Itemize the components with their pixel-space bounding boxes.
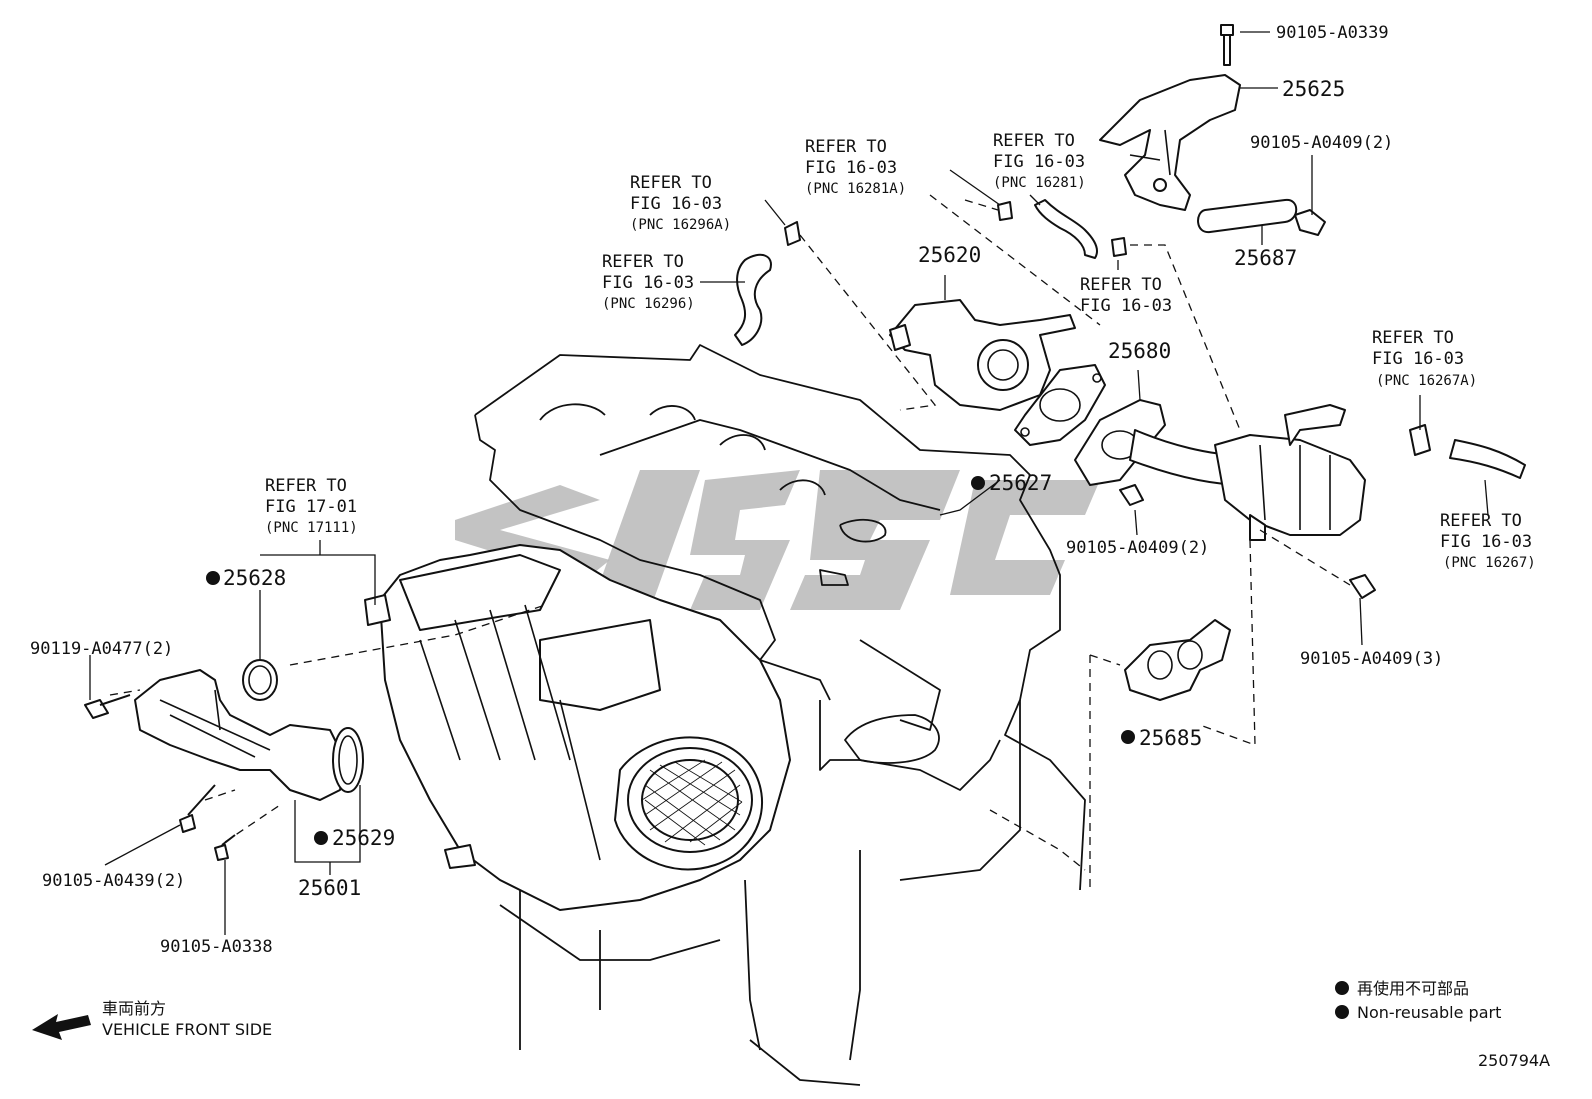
label-25625: 25625: [1282, 77, 1345, 101]
text-labels: 90105-A0339 25625 90105-A0409(2) 25687 R…: [30, 23, 1550, 1070]
ref-16281-line2: FIG 16-03: [993, 152, 1085, 172]
diagram-id: 250794A: [1478, 1051, 1550, 1070]
label-25627: 25627: [989, 471, 1052, 495]
label-90105-A0409-3: 90105-A0409(3): [1300, 649, 1443, 669]
bolt-icons: [84, 24, 1376, 861]
ref-16281-line3: (PNC 16281): [993, 175, 1086, 191]
hose-16267: [1409, 424, 1526, 479]
clamps: [784, 201, 1127, 257]
label-25620: 25620: [918, 243, 981, 267]
label-25629: 25629: [332, 826, 395, 850]
air-intake-assembly-25601: [134, 669, 364, 801]
ref-16281-line1: REFER TO: [993, 131, 1075, 151]
ref-16296-line3: (PNC 16296): [602, 296, 695, 312]
egr-cooler-assembly: [1214, 404, 1366, 541]
ref-16267-line2: FIG 16-03: [1440, 532, 1532, 552]
ref-16296-line1: REFER TO: [602, 252, 684, 272]
legend-label-jp: 再使用不可部品: [1357, 979, 1469, 998]
label-90105-A0409-2-mid: 90105-A0409(2): [1066, 538, 1209, 558]
label-90105-A0338: 90105-A0338: [160, 937, 273, 957]
ref-17111-line3: (PNC 17111): [265, 520, 358, 536]
gasket-25627: [1014, 364, 1106, 446]
ref-16267a-line1: REFER TO: [1372, 328, 1454, 348]
hose-16281: [1034, 199, 1098, 259]
ref-16281a-line2: FIG 16-03: [805, 158, 897, 178]
ref-16281a-line1: REFER TO: [805, 137, 887, 157]
legend-label-en: Non-reusable part: [1357, 1003, 1501, 1022]
ref-17111-line1: REFER TO: [265, 476, 347, 496]
ref-17111-line2: FIG 17-01: [265, 497, 357, 517]
plate-25687: [1197, 198, 1298, 234]
ref-16281a-line3: (PNC 16281A): [805, 181, 906, 197]
ref-16267-line3: (PNC 16267): [1443, 555, 1536, 571]
ref-16296-line2: FIG 16-03: [602, 273, 694, 293]
egr-valve-25620: [889, 299, 1076, 411]
bracket-25625: [1099, 74, 1241, 211]
engine-block: [474, 344, 1086, 1086]
label-25687: 25687: [1234, 246, 1297, 270]
ref-mid-line2: FIG 16-03: [1080, 296, 1172, 316]
label-25628: 25628: [223, 566, 286, 590]
intake-manifold: [364, 544, 791, 911]
direction-label-en: VEHICLE FRONT SIDE: [102, 1020, 272, 1039]
ref-16296a-line1: REFER TO: [630, 173, 712, 193]
egr-pipe-25680: [1074, 399, 1246, 486]
label-25680: 25680: [1108, 339, 1171, 363]
seal-25628: [242, 659, 278, 701]
direction-label-jp: 車両前方: [102, 999, 166, 1018]
label-90105-A0439-2: 90105-A0439(2): [42, 871, 185, 891]
front-direction-arrow-icon: [32, 1014, 91, 1040]
ref-16267-line1: REFER TO: [1440, 511, 1522, 531]
label-25685: 25685: [1139, 726, 1202, 750]
dashed-lines: [109, 194, 1351, 890]
ref-16296a-line2: FIG 16-03: [630, 194, 722, 214]
label-90105-A0409-2-top: 90105-A0409(2): [1250, 133, 1393, 153]
hose-16296: [734, 253, 772, 346]
label-90119-A0477-2: 90119-A0477(2): [30, 639, 173, 659]
leader-lines: [89, 31, 1489, 935]
ref-mid-line1: REFER TO: [1080, 275, 1162, 295]
non-reusable-markers: [206, 476, 1349, 1019]
label-25601: 25601: [298, 876, 361, 900]
gasket-25685: [1124, 619, 1231, 701]
ref-16296a-line3: (PNC 16296A): [630, 217, 731, 233]
ref-16267a-line2: FIG 16-03: [1372, 349, 1464, 369]
ref-16267a-line3: (PNC 16267A): [1376, 373, 1477, 389]
label-90105-A0339: 90105-A0339: [1276, 23, 1389, 43]
